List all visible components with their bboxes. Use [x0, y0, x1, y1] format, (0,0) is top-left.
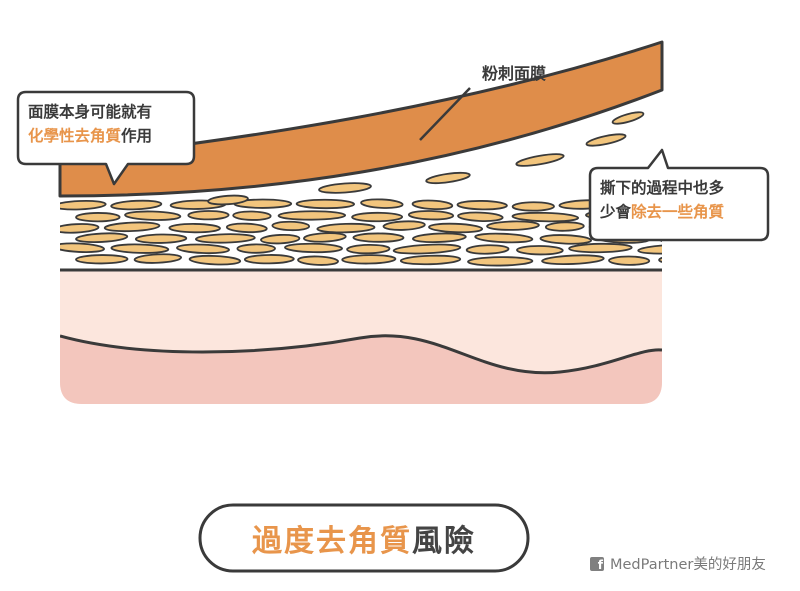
- corneocyte-cell: [133, 253, 183, 264]
- title-highlight: 過度去角質: [252, 524, 412, 559]
- corneocyte-cell: [399, 254, 462, 266]
- corneocyte-cell: [176, 243, 230, 255]
- corneocyte-cell: [60, 223, 100, 234]
- corneocyte-cell: [541, 254, 605, 266]
- callout-left-rest: 作用: [121, 127, 153, 145]
- dermis-layer: [60, 335, 662, 404]
- corneocyte-cell: [544, 221, 585, 232]
- corneocyte-cell: [360, 198, 404, 209]
- corneocyte-cells: [60, 198, 662, 267]
- callout-right-prefix: 少會: [600, 203, 632, 221]
- corneocyte-cell: [346, 243, 391, 255]
- callout-right: 撕下的過程中也多 少會除去一些角質: [590, 170, 768, 230]
- corneocyte-cell: [515, 153, 565, 167]
- corneocyte-cell: [271, 220, 311, 232]
- corneocyte-cell: [260, 233, 301, 245]
- corneocyte-cell: [516, 245, 564, 256]
- callout-left-line1: 面膜本身可能就有: [28, 103, 153, 121]
- lifted-corneocyte-cells: [207, 111, 645, 206]
- corneocyte-cell: [188, 254, 242, 266]
- corneocyte-cell: [110, 243, 170, 254]
- corneocyte-cell: [467, 256, 534, 267]
- corneocyte-cell: [382, 220, 426, 231]
- corneocyte-cell: [407, 210, 455, 221]
- corneocyte-cell: [456, 200, 508, 211]
- corneocyte-cell: [134, 233, 188, 244]
- credit-text: MedPartner美的好朋友: [610, 557, 766, 573]
- corneocyte-cell: [351, 211, 404, 223]
- corneocyte-cell: [318, 182, 372, 194]
- corneocyte-cell: [284, 242, 343, 254]
- corneocyte-cell: [103, 221, 161, 233]
- corneocyte-cell: [474, 232, 534, 244]
- corneocyte-cell: [60, 199, 107, 211]
- title-frame: [198, 503, 530, 573]
- corneocyte-cell: [236, 243, 276, 254]
- credit: f MedPartner美的好朋友: [590, 553, 766, 574]
- corneocyte-cell: [611, 111, 645, 125]
- title-rest: 風險: [412, 524, 476, 559]
- corneocyte-cell: [392, 243, 462, 255]
- callout-left-line2: 化學性去角質作用: [28, 124, 184, 148]
- callout-right-line2: 少會除去一些角質: [600, 200, 758, 224]
- corneocyte-cell: [486, 220, 540, 231]
- callout-right-line1: 撕下的過程中也多: [600, 179, 725, 197]
- corneocyte-cell: [585, 133, 627, 147]
- dermis-boundary-line: [60, 334, 662, 375]
- corneocyte-cell: [428, 222, 484, 234]
- corneocyte-cell: [608, 255, 651, 266]
- corneocyte-cell: [411, 199, 454, 211]
- corneocyte-cell: [295, 198, 356, 210]
- corneocyte-cell: [232, 210, 272, 221]
- corneocyte-cell: [168, 223, 221, 234]
- corneocyte-cell: [352, 232, 405, 243]
- corneocyte-cell: [187, 210, 230, 221]
- corneocyte-cell: [194, 233, 256, 244]
- corneocyte-cell: [75, 212, 121, 223]
- corneocyte-cell: [243, 254, 295, 265]
- corneocyte-cell: [75, 254, 129, 265]
- corneocyte-cell: [425, 171, 471, 185]
- corneocyte-cell: [302, 232, 347, 243]
- corneocyte-cell: [110, 199, 163, 211]
- callout-right-highlight: 除去一些角質: [631, 203, 725, 221]
- peel-mask-label: 粉刺面膜: [482, 64, 547, 83]
- corneocyte-cell: [316, 222, 376, 234]
- corneocyte-cell: [637, 243, 662, 255]
- callout-right-bubble: [588, 148, 770, 242]
- corneocyte-cell: [568, 242, 633, 254]
- corneocyte-cell: [341, 254, 397, 265]
- peel-label-pointer: [419, 87, 471, 141]
- corneocyte-cell: [658, 254, 662, 265]
- facebook-icon: f: [590, 556, 604, 571]
- corneocyte-cell: [539, 234, 593, 245]
- corneocyte-cell: [465, 244, 510, 255]
- callout-left-highlight: 化學性去角質: [28, 127, 122, 145]
- corneocyte-cell: [511, 211, 580, 223]
- corneocyte-cell: [457, 211, 504, 222]
- corneocyte-cell: [412, 232, 467, 243]
- corneocyte-cell: [511, 201, 555, 212]
- callout-left-bubble: [16, 90, 196, 186]
- corneocyte-cell: [207, 194, 249, 206]
- corneocyte-cell: [225, 222, 268, 234]
- corneocyte-cell: [75, 232, 129, 244]
- corneocyte-cell: [60, 242, 105, 254]
- corneocyte-cell: [297, 255, 339, 266]
- peel-mask-strip: [58, 40, 664, 198]
- callout-left: 面膜本身可能就有 化學性去角質作用: [18, 94, 194, 154]
- page-title: 過度去角質風險: [200, 505, 528, 571]
- corneocyte-cell: [124, 210, 182, 221]
- corneocyte-cell: [277, 210, 347, 221]
